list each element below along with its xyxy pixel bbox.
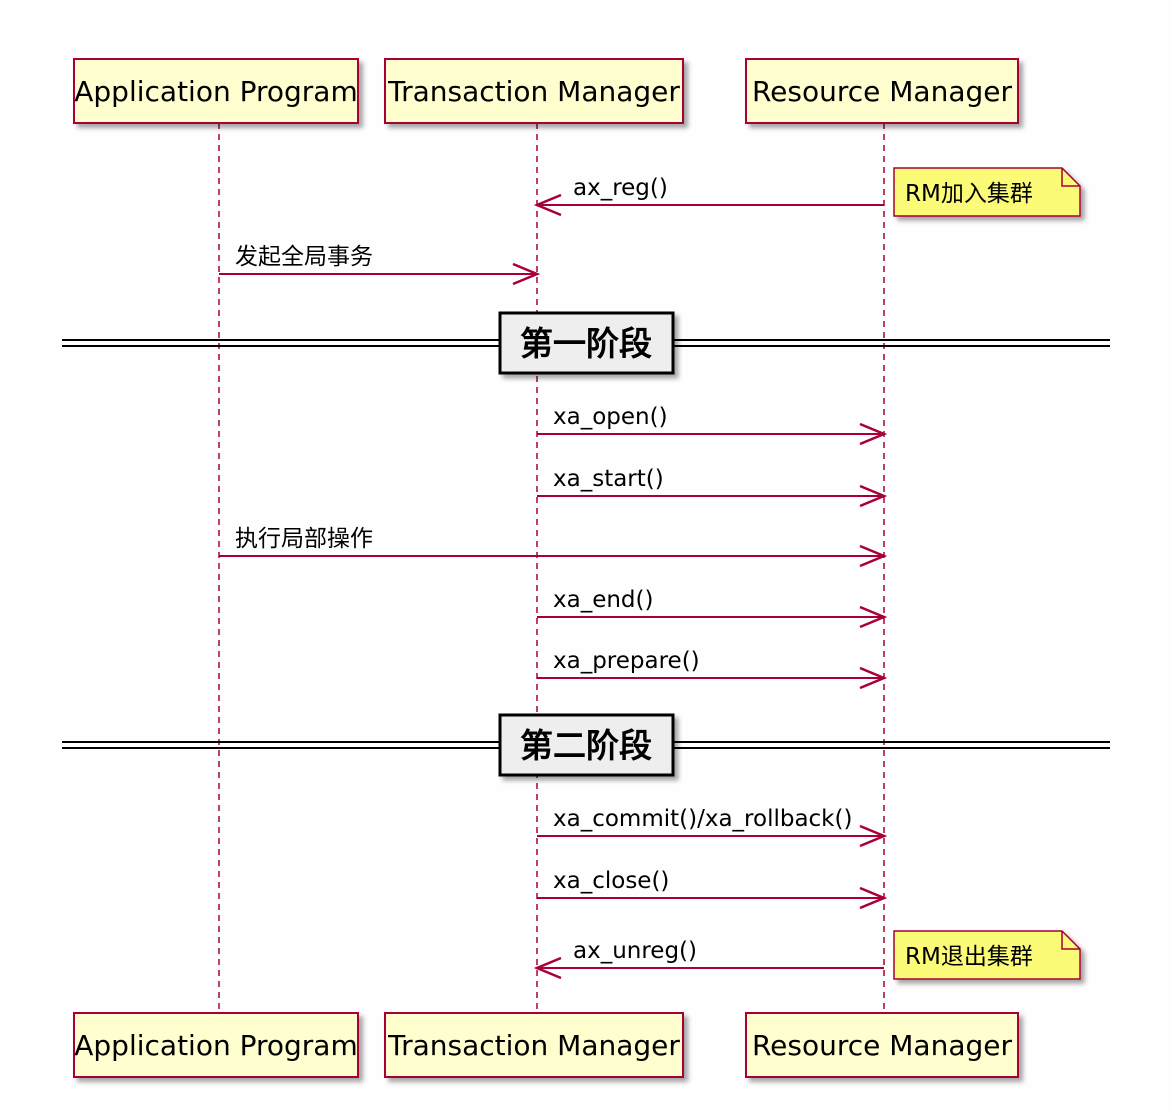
note-box <box>893 167 1081 217</box>
participant-label: Application Program <box>74 75 358 108</box>
arrowhead <box>859 544 888 568</box>
arrowhead <box>859 886 888 910</box>
note-box <box>893 930 1081 980</box>
participant-label: Transaction Manager <box>387 75 680 108</box>
message-label: xa_start() <box>553 466 664 492</box>
message-arrow: xa_end() <box>537 587 888 629</box>
participant-rm-bottom: Resource Manager <box>745 1012 1019 1078</box>
message-label: xa_commit()/xa_rollback() <box>553 806 852 832</box>
participant-ap-bottom: Application Program <box>73 1012 359 1078</box>
message-label: xa_open() <box>553 404 668 430</box>
participant-label: Transaction Manager <box>387 1029 680 1062</box>
note: RM退出集群 <box>893 930 1081 980</box>
message-label: ax_unreg() <box>573 938 697 964</box>
participant-tm-top: Transaction Manager <box>384 58 684 124</box>
arrowhead <box>859 824 888 848</box>
message-arrow: 发起全局事务 <box>219 244 541 286</box>
note-fold <box>1061 168 1080 187</box>
note-label: RM加入集群 <box>905 181 1033 207</box>
participant-ap-top: Application Program <box>73 58 359 124</box>
divider-label: 第一阶段 <box>520 324 652 363</box>
participant-box <box>745 1012 1019 1078</box>
participant-tm-bottom: Transaction Manager <box>384 1012 684 1078</box>
participant-box <box>73 1012 359 1078</box>
arrowhead <box>859 666 888 690</box>
arrowhead <box>533 193 562 217</box>
phase-divider: 第二阶段 <box>62 713 1110 777</box>
message-label: 发起全局事务 <box>235 244 373 270</box>
phase-divider: 第一阶段 <box>62 311 1110 375</box>
arrowhead <box>512 262 541 286</box>
participant-box <box>73 58 359 124</box>
message-label: 执行局部操作 <box>235 526 373 552</box>
message-arrow: xa_prepare() <box>537 648 888 690</box>
divider-label: 第二阶段 <box>520 726 652 765</box>
divider-box <box>498 311 675 375</box>
participant-rm-top: Resource Manager <box>745 58 1019 124</box>
note-label: RM退出集群 <box>905 944 1033 970</box>
message-label: xa_close() <box>553 868 669 894</box>
message-arrow: 执行局部操作 <box>219 526 888 568</box>
message-label: xa_prepare() <box>553 648 700 674</box>
message-arrow: xa_commit()/xa_rollback() <box>537 806 888 848</box>
arrowhead <box>859 484 888 508</box>
participant-label: Application Program <box>74 1029 358 1062</box>
message-label: xa_end() <box>553 587 653 613</box>
participant-box <box>384 1012 684 1078</box>
message-arrow: xa_start() <box>537 466 888 508</box>
divider-box <box>498 713 675 777</box>
participant-box <box>745 58 1019 124</box>
note: RM加入集群 <box>893 167 1081 217</box>
participant-label: Resource Manager <box>752 75 1013 108</box>
message-arrow: xa_close() <box>537 868 888 910</box>
message-label: ax_reg() <box>573 175 668 201</box>
participant-box <box>384 58 684 124</box>
message-arrow: ax_reg() <box>533 175 884 217</box>
message-arrow: xa_open() <box>537 404 888 446</box>
note-fold <box>1061 931 1080 950</box>
arrowhead <box>533 956 562 980</box>
arrowhead <box>859 605 888 629</box>
message-arrow: ax_unreg() <box>533 938 884 980</box>
participant-label: Resource Manager <box>752 1029 1013 1062</box>
arrowhead <box>859 422 888 446</box>
